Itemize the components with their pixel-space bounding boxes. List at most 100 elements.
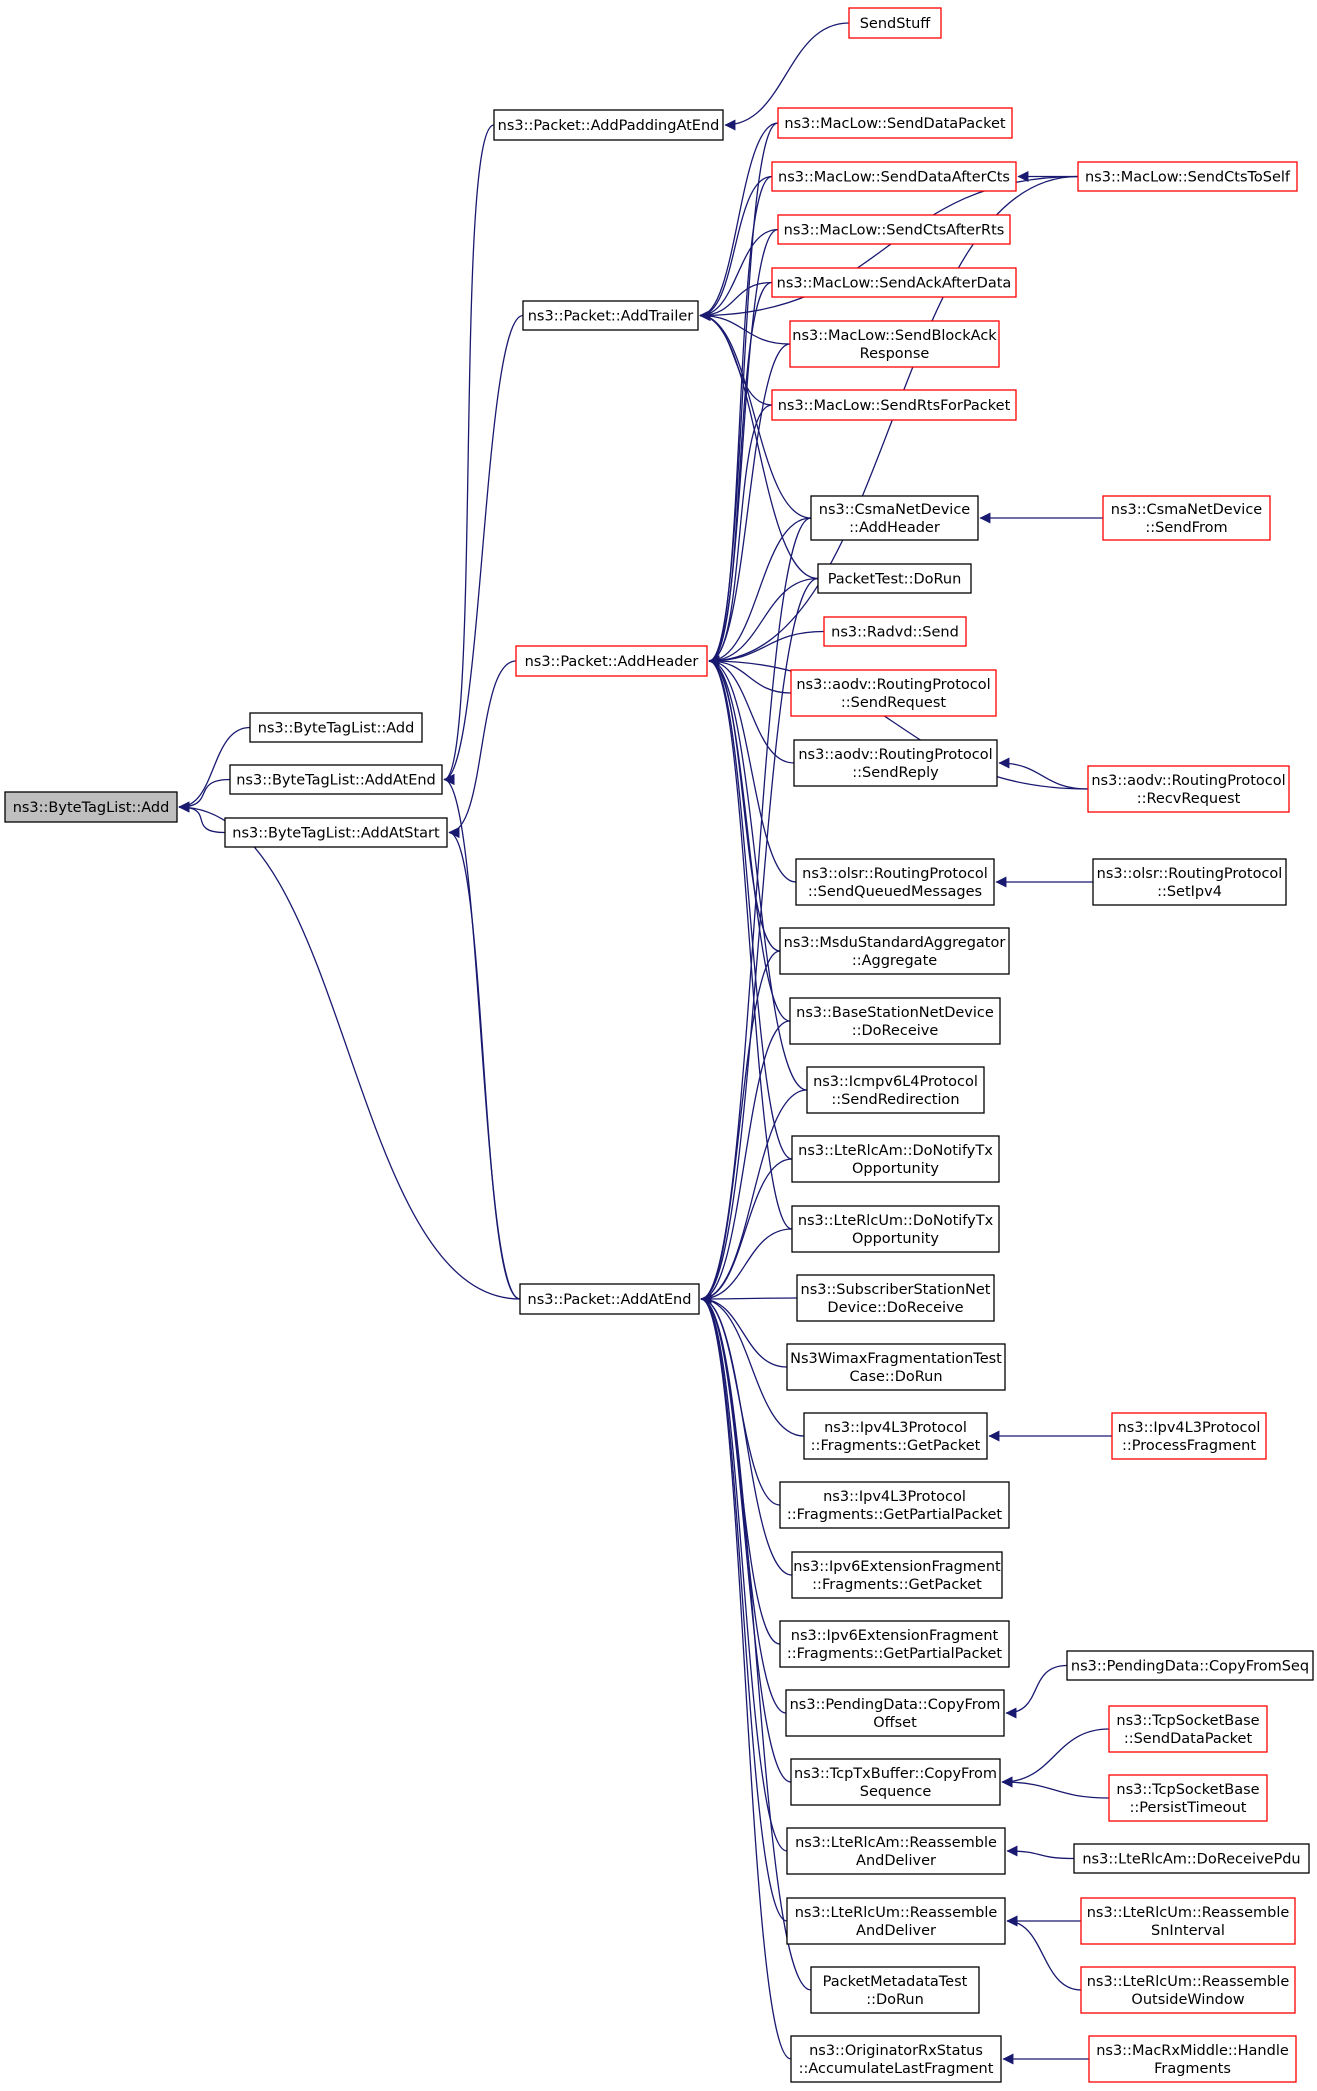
node-box[interactable] [515,645,708,677]
node-box[interactable] [790,2035,1002,2083]
node-box[interactable] [1077,161,1298,192]
node-btl-addatend[interactable]: ns3::ByteTagList::AddAtEnd [229,764,443,795]
node-msdu-aggregate[interactable]: ns3::MsduStandardAggregator::Aggregate [779,927,1010,975]
node-box[interactable] [789,320,1000,368]
node-root[interactable]: ns3::ByteTagList::Add [4,791,178,823]
node-box[interactable] [249,712,423,743]
node-box[interactable] [1088,2035,1297,2083]
node-box[interactable] [810,495,979,541]
node-ipv4-getpacket[interactable]: ns3::Ipv4L3Protocol::Fragments::GetPacke… [803,1412,988,1460]
node-sendstuff[interactable]: SendStuff [848,7,942,39]
node-ipv4-procfrag[interactable]: ns3::Ipv4L3Protocol::ProcessFragment [1111,1412,1267,1460]
node-box[interactable] [786,1827,1006,1875]
node-box[interactable] [793,739,998,787]
node-radvd-send[interactable]: ns3::Radvd::Send [823,616,967,647]
node-box[interactable] [848,7,942,39]
node-btl-addatstart[interactable]: ns3::ByteTagList::AddAtStart [224,817,448,848]
node-box[interactable] [493,109,724,141]
node-box[interactable] [777,214,1011,245]
node-pkt-addpadding[interactable]: ns3::Packet::AddPaddingAtEnd [493,109,724,141]
node-box[interactable] [777,107,1013,139]
node-icmp-sendredir[interactable]: ns3::Icmpv6L4Protocol::SendRedirection [806,1066,985,1114]
node-bs-doreceive[interactable]: ns3::BaseStationNetDevice::DoReceive [789,997,1001,1045]
node-box[interactable] [1108,1774,1268,1822]
node-box[interactable] [786,1897,1006,1945]
node-csma-sendfrom[interactable]: ns3::CsmaNetDevice::SendFrom [1102,495,1271,541]
node-ss-doreceive[interactable]: ns3::SubscriberStationNetDevice::DoRecei… [796,1274,995,1322]
node-ml-sendrts[interactable]: ns3::MacLow::SendRtsForPacket [771,389,1017,421]
node-pkt-addatend[interactable]: ns3::Packet::AddAtEnd [519,1283,700,1315]
node-ipv6-getpartial[interactable]: ns3::Ipv6ExtensionFragment::Fragments::G… [779,1620,1010,1668]
node-ml-senddataaftercts[interactable]: ns3::MacLow::SendDataAfterCts [771,161,1017,192]
node-pkt-addtrailer[interactable]: ns3::Packet::AddTrailer [522,300,699,331]
node-ml-sendackafterdata[interactable]: ns3::MacLow::SendAckAfterData [771,267,1017,298]
node-box[interactable] [791,1135,1000,1183]
node-box[interactable] [4,791,178,823]
node-box[interactable] [803,1412,988,1460]
node-box[interactable] [771,161,1017,192]
node-ipv4-getpartial[interactable]: ns3::Ipv4L3Protocol::Fragments::GetParti… [779,1481,1010,1529]
node-box[interactable] [1080,1966,1296,2014]
node-box[interactable] [224,817,448,848]
node-box[interactable] [790,669,997,717]
node-box[interactable] [1080,1897,1296,1945]
node-box[interactable] [795,858,995,906]
node-ipv6-getpacket[interactable]: ns3::Ipv6ExtensionFragment::Fragments::G… [791,1551,1003,1599]
node-ml-sendctsafterrts[interactable]: ns3::MacLow::SendCtsAfterRts [777,214,1011,245]
node-box[interactable] [519,1283,700,1315]
node-box[interactable] [779,1620,1010,1668]
node-box[interactable] [1111,1412,1267,1460]
node-box[interactable] [786,1343,1006,1391]
node-box[interactable] [790,1758,1001,1806]
node-box[interactable] [1092,858,1287,906]
node-pd-copyfromseq[interactable]: ns3::PendingData::CopyFromSeq [1066,1650,1314,1681]
node-box[interactable] [791,1205,1000,1253]
node-box[interactable] [796,1274,995,1322]
node-box[interactable] [791,1551,1003,1599]
node-tcp-persist[interactable]: ns3::TcpSocketBase::PersistTimeout [1108,1774,1268,1822]
node-box[interactable] [771,267,1017,298]
node-box[interactable] [779,927,1010,975]
node-box[interactable] [785,1689,1005,1737]
node-box[interactable] [789,997,1001,1045]
node-box[interactable] [1073,1843,1310,1874]
node-box[interactable] [823,616,967,647]
node-aodv-sendrequest[interactable]: ns3::aodv::RoutingProtocol::SendRequest [790,669,997,717]
node-box[interactable] [779,1481,1010,1529]
node-aodv-sendreply[interactable]: ns3::aodv::RoutingProtocol::SendReply [793,739,998,787]
node-box[interactable] [1108,1705,1268,1753]
node-packettest[interactable]: PacketTest::DoRun [817,563,972,594]
node-ml-sendctstoself[interactable]: ns3::MacLow::SendCtsToSelf [1077,161,1298,192]
node-box[interactable] [817,563,972,594]
node-box[interactable] [810,1966,980,2014]
node-tcp-senddata[interactable]: ns3::TcpSocketBase::SendDataPacket [1108,1705,1268,1753]
node-box[interactable] [522,300,699,331]
node-aodv-recvrequest[interactable]: ns3::aodv::RoutingProtocol::RecvRequest [1087,765,1290,813]
node-orig-accum[interactable]: ns3::OriginatorRxStatus::AccumulateLastF… [790,2035,1002,2083]
node-box[interactable] [806,1066,985,1114]
node-box[interactable] [1087,765,1290,813]
node-box[interactable] [771,389,1017,421]
node-btl-add[interactable]: ns3::ByteTagList::Add [249,712,423,743]
node-olsr-setipv4[interactable]: ns3::olsr::RoutingProtocol::SetIpv4 [1092,858,1287,906]
node-olsr-sendqueued[interactable]: ns3::olsr::RoutingProtocol::SendQueuedMe… [795,858,995,906]
node-ml-senddata[interactable]: ns3::MacLow::SendDataPacket [777,107,1013,139]
node-box[interactable] [229,764,443,795]
node-csma-addheader[interactable]: ns3::CsmaNetDevice::AddHeader [810,495,979,541]
node-box[interactable] [1102,495,1271,541]
node-box[interactable] [1066,1650,1314,1681]
node-pkt-addheader[interactable]: ns3::Packet::AddHeader [515,645,708,677]
node-pktmeta[interactable]: PacketMetadataTest::DoRun [810,1966,980,2014]
node-am-doreceivepdu[interactable]: ns3::LteRlcAm::DoReceivePdu [1073,1843,1310,1874]
